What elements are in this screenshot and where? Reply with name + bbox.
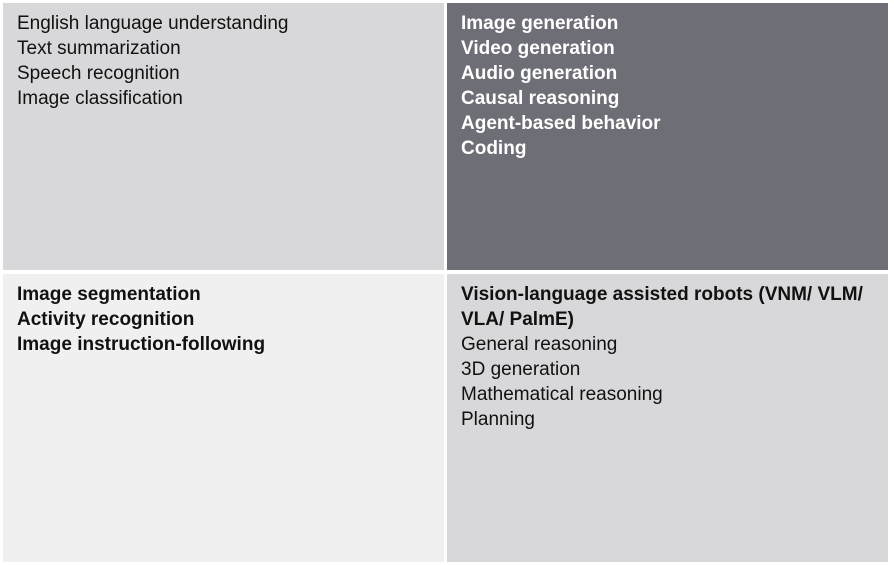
quadrant-bottom-right-list: Vision-language assisted robots (VNM/ VL… [461,282,874,432]
list-item: Image classification [17,88,183,109]
list-item: Vision-language assisted robots (VNM/ VL… [461,284,863,330]
list-item: Coding [461,138,527,159]
quadrant-top-right: Image generation Video generation Audio … [447,3,888,270]
list-item: Video generation [461,38,615,59]
list-item: Image segmentation [17,284,201,305]
list-item: Image generation [461,13,619,34]
quadrant-bottom-left-list: Image segmentation Activity recognition … [17,282,430,357]
list-item: Text summarization [17,38,181,59]
list-item: Causal reasoning [461,88,620,109]
list-item: 3D generation [461,359,581,380]
list-item: Agent-based behavior [461,113,661,134]
quadrant-top-right-list: Image generation Video generation Audio … [461,11,874,161]
list-item: Planning [461,409,535,430]
list-item: Mathematical reasoning [461,384,663,405]
list-item: Activity recognition [17,309,195,330]
list-item: Speech recognition [17,63,180,84]
quadrant-bottom-right: Vision-language assisted robots (VNM/ VL… [447,274,888,562]
quadrant-bottom-left: Image segmentation Activity recognition … [3,274,444,562]
list-item: English language understanding [17,13,289,34]
quadrant-top-left: English language understanding Text summ… [3,3,444,270]
list-item: Image instruction-following [17,334,266,355]
quadrant-top-left-list: English language understanding Text summ… [17,11,430,111]
list-item: General reasoning [461,334,618,355]
list-item: Audio generation [461,63,618,84]
